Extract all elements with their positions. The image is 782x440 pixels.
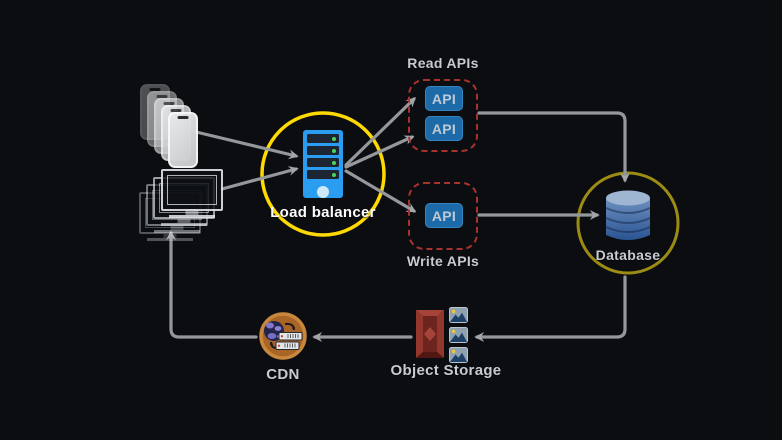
object-storage-label: Object Storage: [390, 362, 502, 379]
cdn-servers-icon: [275, 332, 303, 350]
read-apis-group: API API: [408, 79, 478, 152]
write-apis-group: API: [408, 182, 478, 250]
connector-desktop-to-lb: [220, 166, 299, 191]
photo-icon: [449, 327, 468, 343]
mobile-clients-icon: [140, 84, 230, 174]
server-slot: [307, 134, 339, 143]
connector-cdn-to-clients: [166, 230, 258, 339]
database-label: Database: [595, 247, 661, 263]
desktop-clients-icon: [139, 169, 234, 249]
cdn-label: CDN: [266, 366, 300, 383]
connector-database-to-object-storage: [474, 275, 627, 342]
photo-icon: [449, 307, 468, 323]
server-slot: [307, 146, 339, 155]
server-slot: [307, 158, 339, 167]
write-api-box: API: [425, 203, 463, 228]
stored-images-icons: [449, 307, 469, 365]
read-api-box-2: API: [425, 116, 463, 141]
phone-icon: [168, 112, 198, 168]
connector-lb-to-read-api-1: [344, 97, 416, 167]
server-slot: [307, 170, 339, 179]
load-balancer-icon: [303, 130, 343, 198]
connector-mobile-to-lb: [190, 129, 299, 160]
load-balancer-label: Load balancer: [270, 204, 376, 221]
server-power-dot: [317, 186, 329, 198]
read-apis-title: Read APIs: [407, 55, 479, 71]
write-apis-title: Write APIs: [406, 253, 480, 269]
connector-read-apis-to-database: [477, 111, 630, 183]
database-icon: [605, 190, 651, 240]
read-api-box-1: API: [425, 86, 463, 111]
monitor-icon: [161, 169, 223, 211]
load-balancer-highlight-ring: [260, 111, 386, 237]
connector-lb-to-read-api-2: [344, 135, 415, 169]
connector-lb-to-write-api: [344, 169, 417, 213]
cdn-icon: [259, 312, 307, 360]
object-storage-icon: [416, 310, 444, 358]
photo-icon: [449, 347, 468, 363]
